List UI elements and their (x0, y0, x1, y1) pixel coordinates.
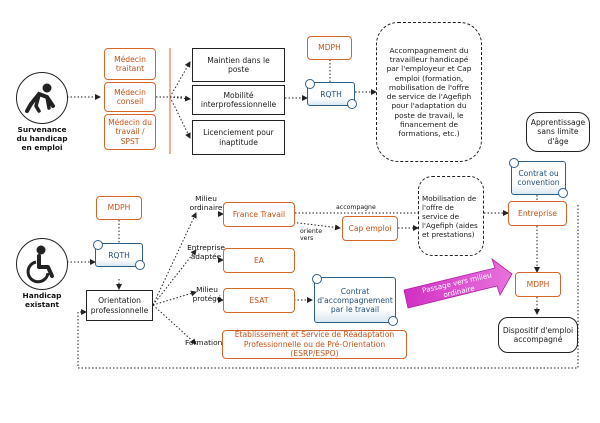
formation-label: Formation (185, 338, 223, 347)
survenance-label: Survenance du handicap en emploi (16, 125, 68, 152)
oriente-vers-label: oriente vers (300, 228, 323, 243)
wheelchair-icon (16, 238, 68, 290)
contrat-accompagnement-scroll: Contrat d'accompagnement par le travail (312, 274, 398, 326)
passage-arrow-shape (403, 257, 513, 309)
cap-emploi-box: Cap emploi (342, 216, 398, 241)
ea-box: EA (223, 248, 295, 273)
esat-box: ESAT (223, 288, 295, 313)
medecin-traitant-box: Médecin traitant (104, 48, 156, 80)
mdph-top-box: MDPH (307, 36, 352, 60)
rqth-bottom-scroll: RQTH (93, 240, 145, 270)
accompagnement-box: Accompagnement du travailleur handicapé … (376, 22, 482, 162)
rqth-top-scroll: RQTH (305, 79, 357, 109)
medecin-conseil-box: Médecin conseil (104, 82, 156, 112)
milieu-protege-label: Milieu protégé (192, 285, 222, 303)
entreprise-adaptee-label: Entreprise adaptée (187, 243, 225, 261)
worker-icon (16, 72, 68, 124)
mdph-bottom-box: MDPH (96, 196, 142, 220)
esrp-box: Établissement et Service de Réadaptation… (222, 330, 407, 359)
mobilisation-box: Mobilisation de l'offre de service de l'… (418, 176, 484, 256)
orientation-box: Orientation professionnelle (86, 290, 153, 321)
contrat-convention-scroll: Contrat ou convention (509, 158, 568, 198)
mdph-right-box: MDPH (515, 272, 561, 297)
dispositif-box: Dispositif d'emploi accompagné (498, 317, 578, 353)
france-travail-box: France Travail (223, 202, 295, 227)
milieu-ordinaire-label: Milieu ordinaire (189, 194, 223, 212)
licenciement-box: Licenciement pour inaptitude (192, 120, 285, 155)
apprentissage-bubble: Apprentissage sans limite d'âge (526, 112, 590, 152)
handicap-existant-label: Handicap existant (22, 291, 62, 309)
mobilite-box: Mobilité interprofessionnelle (192, 85, 285, 115)
entreprise-box: Entreprise (508, 201, 567, 226)
medecin-travail-box: Médecin du travail / SPST (104, 114, 156, 150)
maintien-box: Maintien dans le poste (192, 48, 285, 82)
accompagne-label: accompagne (336, 204, 376, 211)
